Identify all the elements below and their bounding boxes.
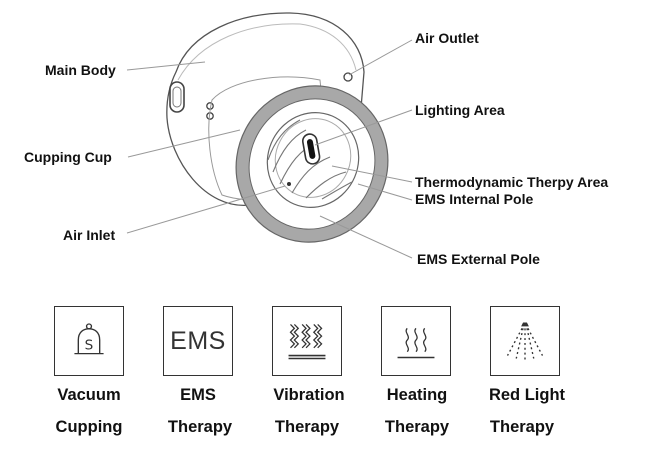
leader-ems-external: [319, 215, 413, 259]
vacuum-cupping-box: S: [54, 306, 124, 376]
heating-therapy-box: [381, 306, 451, 376]
red-light-therapy-box: [490, 306, 560, 376]
ems-therapy-box: EMS: [163, 306, 233, 376]
svg-text:S: S: [85, 338, 94, 354]
feature-label-heating-1: Heating: [386, 386, 448, 404]
vent-fins: [267, 119, 353, 200]
feature-label-ems-1: EMS: [180, 386, 216, 404]
leader-air-outlet: [348, 39, 413, 76]
label-lighting-area: Lighting Area: [415, 102, 505, 118]
air-inlet-dot: [287, 182, 291, 186]
vacuum-cup-icon: S: [74, 323, 104, 355]
leader-air-inlet: [126, 185, 286, 234]
label-main-body: Main Body: [45, 62, 116, 78]
device-illustration: [126, 12, 413, 259]
label-cupping-cup: Cupping Cup: [24, 149, 112, 165]
vibration-waves-icon: [288, 324, 326, 360]
label-ems-external: EMS External Pole: [417, 251, 540, 267]
lighting-area: [301, 133, 321, 165]
vibration-therapy-box: [272, 306, 342, 376]
feature-label-vibration-1: Vibration: [273, 386, 345, 404]
feature-label-vacuum-2: Cupping: [55, 418, 123, 436]
leader-cupping-cup: [127, 129, 241, 158]
feature-label-vibration-2: Therapy: [274, 418, 340, 436]
feature-label-heating-2: Therapy: [384, 418, 450, 436]
feature-label-vacuum-1: Vacuum: [57, 386, 121, 404]
ems-icon: EMS: [170, 326, 226, 355]
leader-thermo-area: [331, 165, 413, 183]
label-air-outlet: Air Outlet: [415, 30, 479, 46]
heat-waves-icon: [397, 327, 435, 359]
feature-label-redlight-1: Red Light: [488, 386, 566, 404]
label-ems-internal: EMS Internal Pole: [415, 191, 534, 207]
feature-label-ems-2: Therapy: [167, 418, 233, 436]
leader-lighting-area: [314, 109, 413, 146]
label-thermo-area: Thermodynamic Therpy Area: [415, 174, 609, 190]
ems-internal-ring: [266, 112, 360, 208]
red-light-icon: [506, 322, 544, 360]
label-air-inlet: Air Inlet: [63, 227, 116, 243]
leader-ems-internal: [357, 183, 413, 201]
feature-label-redlight-2: Therapy: [489, 418, 555, 436]
leader-main-body: [126, 61, 206, 71]
